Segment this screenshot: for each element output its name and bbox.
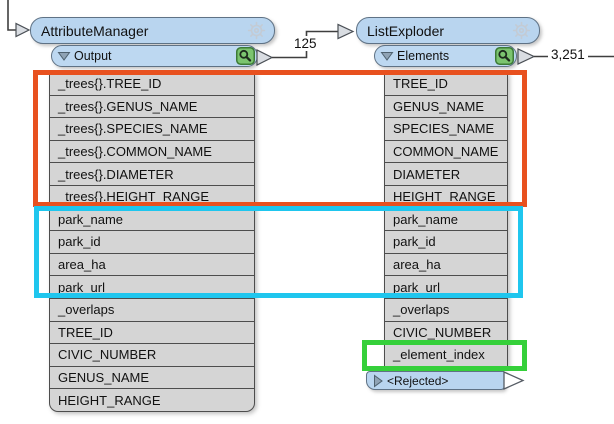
attribute-row: TREE_ID (49, 320, 255, 345)
attribute-row: park_name (384, 207, 508, 232)
attribute-row: SPECIES_NAME (384, 117, 508, 141)
attribute-row: _trees{}.GENUS_NAME (49, 94, 255, 119)
attribute-name: _overlaps (58, 302, 115, 318)
attribute-row: _trees{}.SPECIES_NAME (49, 117, 255, 141)
attribute-row: area_ha (49, 252, 255, 277)
attribute-name: COMMON_NAME (393, 144, 499, 160)
rejected-port-row[interactable]: <Rejected> (366, 371, 505, 390)
magnifier-icon[interactable] (495, 47, 514, 65)
attributemanager-node-header[interactable]: AttributeManager (30, 17, 275, 44)
attribute-name: _trees{}.TREE_ID (58, 76, 162, 92)
attribute-name: area_ha (58, 257, 106, 273)
attribute-name: TREE_ID (393, 76, 448, 92)
attribute-name: _overlaps (393, 302, 450, 318)
triangle-down-icon[interactable] (380, 50, 394, 62)
attribute-name: park_name (58, 211, 124, 227)
attribute-name: park_id (58, 234, 101, 250)
attribute-name: park_url (393, 279, 440, 295)
attribute-name: park_url (58, 279, 105, 295)
attribute-name: GENUS_NAME (58, 370, 150, 386)
triangle-down-icon[interactable] (57, 50, 71, 62)
node-title: AttributeManager (41, 22, 149, 39)
attribute-name: _trees{}.DIAMETER (58, 166, 174, 182)
listexploder-input-arrow[interactable] (337, 23, 355, 40)
elements-port-arrow[interactable] (517, 48, 536, 65)
listexploder-attribute-list: TREE_ID GENUS_NAME SPECIES_NAME COMMON_N… (384, 72, 508, 367)
attribute-name: _trees{}.SPECIES_NAME (58, 121, 208, 137)
attributemanager-attribute-list: _trees{}.TREE_ID _trees{}.GENUS_NAME _tr… (49, 72, 255, 412)
attribute-name: CIVIC_NUMBER (393, 324, 492, 340)
attribute-name: TREE_ID (58, 324, 113, 340)
attribute-name: park_name (393, 211, 459, 227)
magnifier-icon[interactable] (236, 47, 255, 65)
attribute-row: _trees{}.COMMON_NAME (49, 139, 255, 164)
attribute-row: area_ha (384, 252, 508, 277)
triangle-right-icon[interactable] (372, 374, 384, 388)
attribute-name: CIVIC_NUMBER (58, 347, 157, 363)
connection-count-label: 125 (291, 36, 320, 51)
attribute-row: CIVIC_NUMBER (49, 343, 255, 367)
output-port-arrow[interactable] (256, 49, 274, 66)
attribute-name: HEIGHT_RANGE (393, 189, 496, 205)
input-connection-line (7, 0, 16, 31)
orange-highlight-box (33, 70, 527, 207)
attribute-name: area_ha (393, 257, 441, 273)
input-port-arrow[interactable] (15, 22, 31, 38)
rejected-port-label: <Rejected> (387, 373, 449, 388)
port-label: Output (74, 49, 112, 63)
connection-count-label: 3,251 (548, 47, 588, 62)
rejected-port-arrow[interactable] (503, 370, 525, 391)
attribute-row: _overlaps (384, 297, 508, 322)
attribute-name: HEIGHT_RANGE (58, 392, 161, 408)
attribute-row: park_id (384, 230, 508, 254)
attribute-row: CIVIC_NUMBER (384, 320, 508, 345)
cyan-highlight-box (34, 206, 523, 298)
attribute-row: HEIGHT_RANGE (49, 388, 255, 412)
port-label: Elements (397, 49, 450, 63)
gear-icon[interactable] (247, 21, 266, 40)
attribute-row: _overlaps (49, 297, 255, 322)
elements-port-row[interactable]: Elements (374, 45, 517, 67)
green-highlight-box (362, 340, 527, 371)
attribute-row: GENUS_NAME (49, 365, 255, 390)
node-title: ListExploder (367, 22, 445, 39)
attribute-name: DIAMETER (393, 166, 461, 182)
attribute-name: _trees{}.COMMON_NAME (58, 144, 212, 160)
output-port-row[interactable]: Output (51, 45, 258, 67)
attribute-name: GENUS_NAME (393, 98, 485, 114)
attribute-name: _trees{}.GENUS_NAME (58, 98, 198, 114)
gear-icon[interactable] (512, 21, 531, 40)
attribute-name: park_id (393, 234, 436, 250)
attribute-name: SPECIES_NAME (393, 121, 495, 137)
attribute-name: _element_index (393, 347, 485, 363)
listexploder-node-header[interactable]: ListExploder (356, 17, 540, 44)
attribute-row: TREE_ID (384, 72, 508, 96)
attribute-row: _trees{}.TREE_ID (49, 72, 255, 96)
attribute-name: _trees{}.HEIGHT_RANGE (58, 189, 209, 205)
